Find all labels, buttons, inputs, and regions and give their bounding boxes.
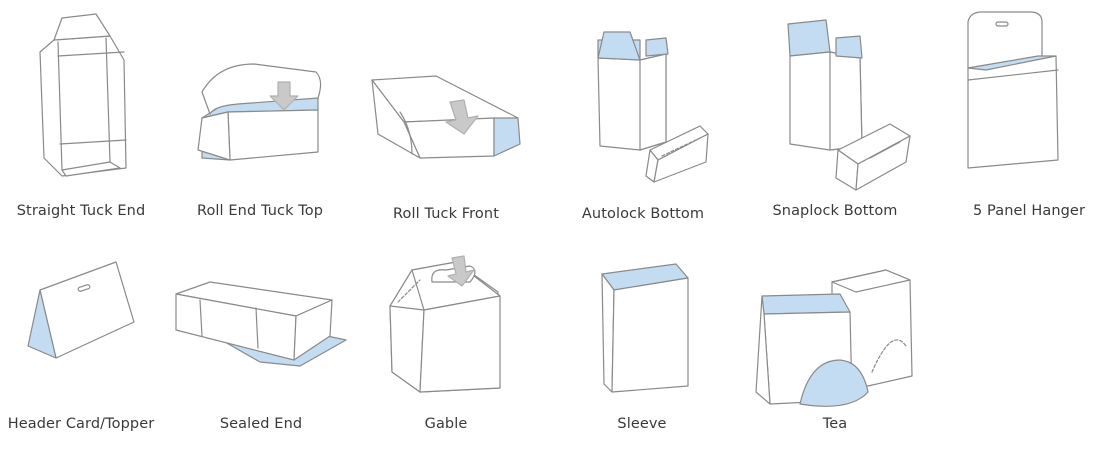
straight-tuck-end-box-illustration bbox=[39, 13, 127, 177]
label-header-card-topper: Header Card/Topper bbox=[7, 416, 155, 432]
label-roll-tuck-front: Roll Tuck Front bbox=[393, 206, 499, 222]
label-gable: Gable bbox=[424, 416, 468, 432]
gable-box-illustration bbox=[389, 255, 501, 393]
sealed-end-box-illustration bbox=[175, 281, 347, 367]
sleeve-illustration bbox=[601, 263, 689, 393]
roll-end-tuck-top-box-illustration bbox=[197, 63, 322, 161]
five-panel-hanger-box-illustration bbox=[967, 11, 1059, 169]
label-snaplock-bottom: Snaplock Bottom bbox=[772, 203, 898, 219]
label-straight-tuck-end: Straight Tuck End bbox=[16, 203, 146, 219]
label-tea: Tea bbox=[822, 416, 848, 432]
snaplock-bottom-box-illustration bbox=[787, 19, 911, 191]
label-sealed-end: Sealed End bbox=[219, 416, 303, 432]
header-card-topper-illustration bbox=[27, 261, 135, 359]
roll-tuck-front-box-illustration bbox=[371, 75, 521, 159]
label-autolock-bottom: Autolock Bottom bbox=[581, 206, 705, 222]
autolock-bottom-box-illustration bbox=[597, 31, 709, 183]
label-roll-end-tuck-top: Roll End Tuck Top bbox=[196, 203, 324, 219]
label-5-panel-hanger: 5 Panel Hanger bbox=[972, 203, 1086, 219]
label-sleeve: Sleeve bbox=[617, 416, 667, 432]
tea-box-illustration bbox=[755, 269, 913, 407]
